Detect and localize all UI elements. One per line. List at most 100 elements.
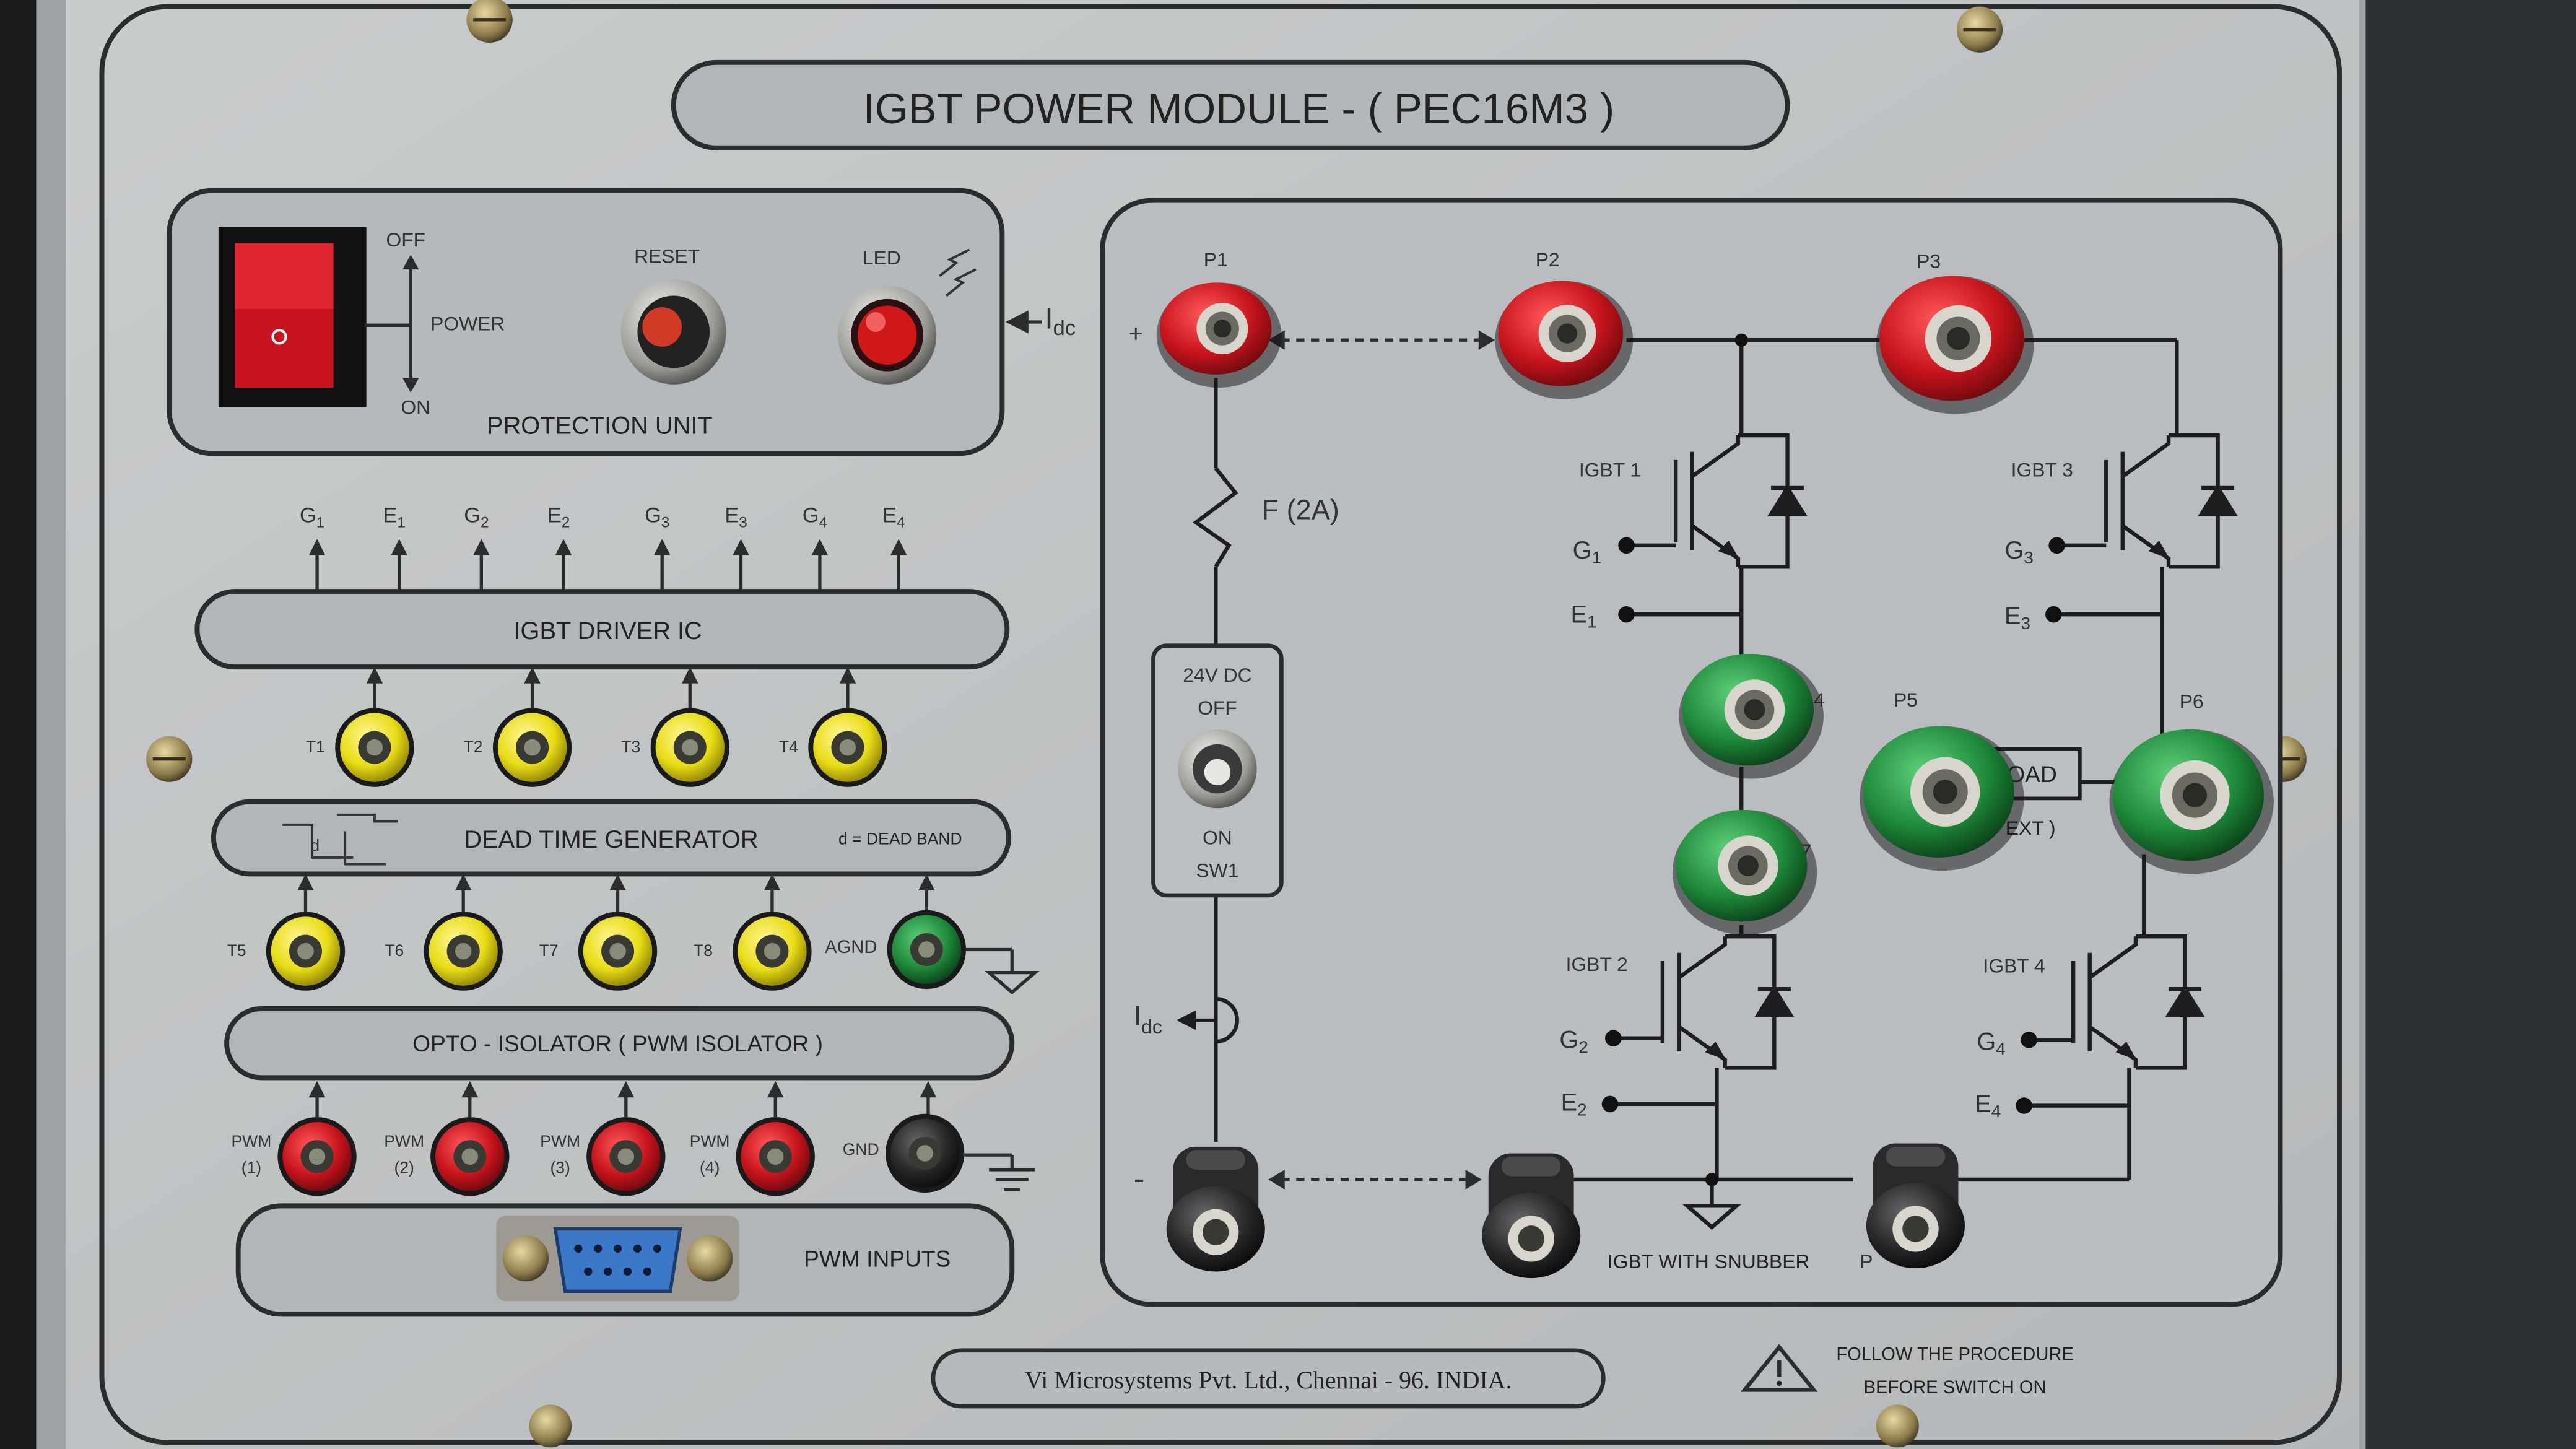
arrow-up-icon	[839, 667, 856, 710]
switch-on-label: ON	[1203, 827, 1232, 849]
p5-jack[interactable]	[1860, 726, 2024, 871]
p3-jack[interactable]	[1876, 276, 2034, 414]
gnd-label: GND	[843, 1140, 879, 1159]
pwm-input-name: PWM	[690, 1132, 730, 1151]
maker-box	[931, 1348, 1606, 1409]
driver-output-label: G4	[803, 504, 827, 531]
dead-band-note: d = DEAD BAND	[838, 830, 962, 848]
on-label: ON	[401, 396, 430, 419]
pwm-input-jack[interactable]	[586, 1117, 666, 1196]
opto-input-jack[interactable]	[733, 912, 812, 991]
arrow-up-icon	[609, 874, 626, 914]
arrow-up-icon	[366, 667, 383, 710]
igbt-gate-label: G1	[1573, 537, 1601, 567]
arrow-up-icon	[455, 874, 472, 914]
status-led	[838, 285, 937, 385]
db9-connector[interactable]	[496, 1216, 739, 1302]
maker-label: Vi Microsystems Pvt. Ltd., Chennai - 96.…	[1025, 1367, 1512, 1394]
pwm-input-jack[interactable]	[736, 1117, 815, 1196]
reset-label: RESET	[634, 245, 700, 267]
switch-name-label: SW1	[1196, 859, 1238, 882]
toggle-switch[interactable]	[1178, 729, 1257, 809]
arrow-up-icon	[682, 667, 698, 710]
igbt-transistor-icon	[1660, 934, 1795, 1070]
p2-jack[interactable]	[1495, 281, 1634, 399]
snubber-jack[interactable]	[1482, 1153, 1581, 1279]
analog-ground-icon	[966, 947, 1040, 994]
driver-output-label: G2	[464, 504, 489, 531]
p-partial-label: P	[1860, 1250, 1873, 1273]
opto-input-jack[interactable]	[266, 912, 346, 991]
arrow-up-icon	[308, 539, 326, 592]
module-title: IGBT POWER MODULE - ( PEC16M3 )	[863, 85, 1615, 133]
driver-input-jack[interactable]	[808, 708, 887, 787]
arrow-up-icon	[297, 874, 314, 914]
p7-jack[interactable]	[1672, 809, 1817, 935]
igbt-snubber-label: IGBT WITH SNUBBER	[1608, 1250, 1810, 1273]
arrow-left-icon	[1005, 310, 1029, 334]
arrow-up-icon	[653, 539, 671, 592]
igbt-transistor-icon	[2104, 433, 2238, 569]
arrow-up-icon	[811, 539, 829, 592]
arrow-up-icon	[920, 1081, 937, 1118]
terminal-dots	[1601, 333, 2065, 1186]
driver-output-label: G3	[645, 504, 669, 531]
igbt-driver-ic-bar	[194, 589, 1010, 670]
warning-triangle-icon	[1740, 1344, 1818, 1392]
opto-input-label: T8	[694, 941, 713, 960]
reset-button[interactable]	[620, 279, 726, 385]
driver-input-label: T3	[621, 738, 640, 756]
igbt-gate-label: G2	[1559, 1027, 1588, 1057]
p1-jack[interactable]	[1156, 282, 1282, 388]
opto-input-jack[interactable]	[424, 912, 503, 991]
fuse-label: F (2A)	[1262, 494, 1339, 525]
p1-label: P1	[1204, 248, 1228, 271]
opto-input-jack[interactable]	[578, 912, 658, 991]
opto-isolator-label: OPTO - ISOLATOR ( PWM ISOLATOR )	[412, 1030, 823, 1056]
negative-jack[interactable]	[1166, 1146, 1265, 1272]
p4-jack[interactable]	[1679, 653, 1824, 779]
warning-line-2: BEFORE SWITCH ON	[1864, 1378, 2047, 1398]
p6-jack[interactable]	[2109, 729, 2274, 874]
svg-text:d: d	[310, 836, 320, 855]
igbt-driver-ic-label: IGBT DRIVER IC	[513, 617, 702, 645]
arrow-up-icon	[473, 539, 490, 592]
igbt-name-label: IGBT 4	[1983, 955, 2045, 977]
igbt-name-label: IGBT 2	[1566, 953, 1628, 975]
pwm-input-jack[interactable]	[430, 1117, 510, 1196]
current-probe-icon	[1176, 996, 1239, 1044]
igbt-name-label: IGBT 3	[2011, 458, 2073, 481]
igbt-emitter-label: E4	[1975, 1090, 2001, 1121]
driver-output-label: E3	[724, 504, 747, 531]
circuit-ground-icon	[1682, 1204, 1742, 1230]
driver-output-label: E2	[547, 504, 570, 531]
p-bottom-jack[interactable]	[1866, 1143, 1965, 1269]
screw-icon	[529, 1404, 572, 1448]
opto-isolator-bar	[224, 1006, 1015, 1081]
p5-label: P5	[1894, 689, 1918, 711]
p3-label: P3	[1917, 250, 1941, 272]
dead-time-generator-label: DEAD TIME GENERATOR	[464, 826, 758, 853]
arrow-up-icon	[524, 667, 541, 710]
driver-input-jack[interactable]	[650, 708, 729, 787]
driver-input-jack[interactable]	[492, 708, 572, 787]
banana-jacks	[1156, 276, 2274, 1279]
arrow-up-icon	[461, 1081, 479, 1118]
driver-input-jack[interactable]	[335, 708, 414, 787]
power-rocker-switch[interactable]	[218, 227, 367, 407]
driver-output-label: G1	[300, 504, 324, 531]
gnd-jack[interactable]	[886, 1113, 965, 1193]
pwm-input-number: (2)	[394, 1158, 414, 1177]
pwm-input-name: PWM	[232, 1132, 272, 1151]
protection-unit-box	[167, 188, 1005, 456]
agnd-jack[interactable]	[887, 910, 966, 990]
screw-icon	[466, 0, 513, 43]
ground-icon	[962, 1153, 1035, 1191]
pwm-input-jack[interactable]	[277, 1117, 357, 1196]
switch-voltage-label: 24V DC	[1183, 664, 1251, 686]
idc-protection-label: Idc	[1045, 303, 1076, 341]
igbt-gate-label: G3	[2004, 537, 2033, 567]
minus-label: -	[1134, 1160, 1145, 1197]
plus-label: +	[1129, 320, 1143, 347]
